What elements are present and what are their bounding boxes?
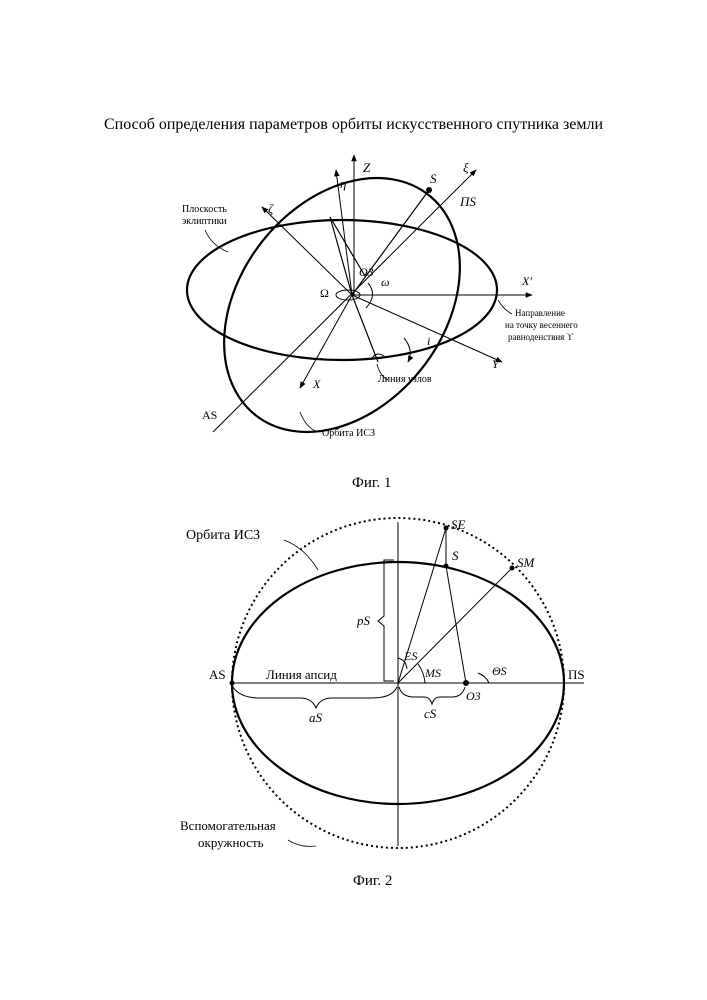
label-c-s: cS [424,706,437,721]
aux-leader [288,840,316,846]
label-a-s-point: AS [209,667,226,682]
label-aux-1: Вспомогательная [180,818,276,833]
label-m-s: MS [424,666,441,680]
brace-p-s [378,560,394,681]
arc-ms [418,664,425,683]
label-orbit-2: Орбита ИСЗ [186,528,260,543]
label-se: SE [451,517,466,532]
label-pi-s-2: ΠS [568,667,585,682]
label-sm: SM [517,555,536,570]
label-e-s: ES [403,649,417,663]
point-se [444,526,449,531]
brace-a-s [233,687,397,708]
label-apsides: Линия апсид [266,667,337,682]
label-p-s: pS [356,613,371,628]
point-o3 [463,680,469,686]
point-sm [510,566,515,571]
arc-theta [478,673,489,683]
label-a-s-2: aS [309,710,323,725]
label-theta-s: ΘS [492,664,507,678]
point-s [444,564,449,569]
orbit-leader-2 [284,540,318,570]
fig2-caption: Фиг. 2 [353,873,392,889]
label-aux-2: окружность [198,835,264,850]
label-o3-2: O3 [466,689,481,703]
point-a-s [230,681,235,686]
label-s-2: S [452,548,459,563]
brace-c-s [399,687,465,704]
line-s-to-o3 [446,566,466,683]
